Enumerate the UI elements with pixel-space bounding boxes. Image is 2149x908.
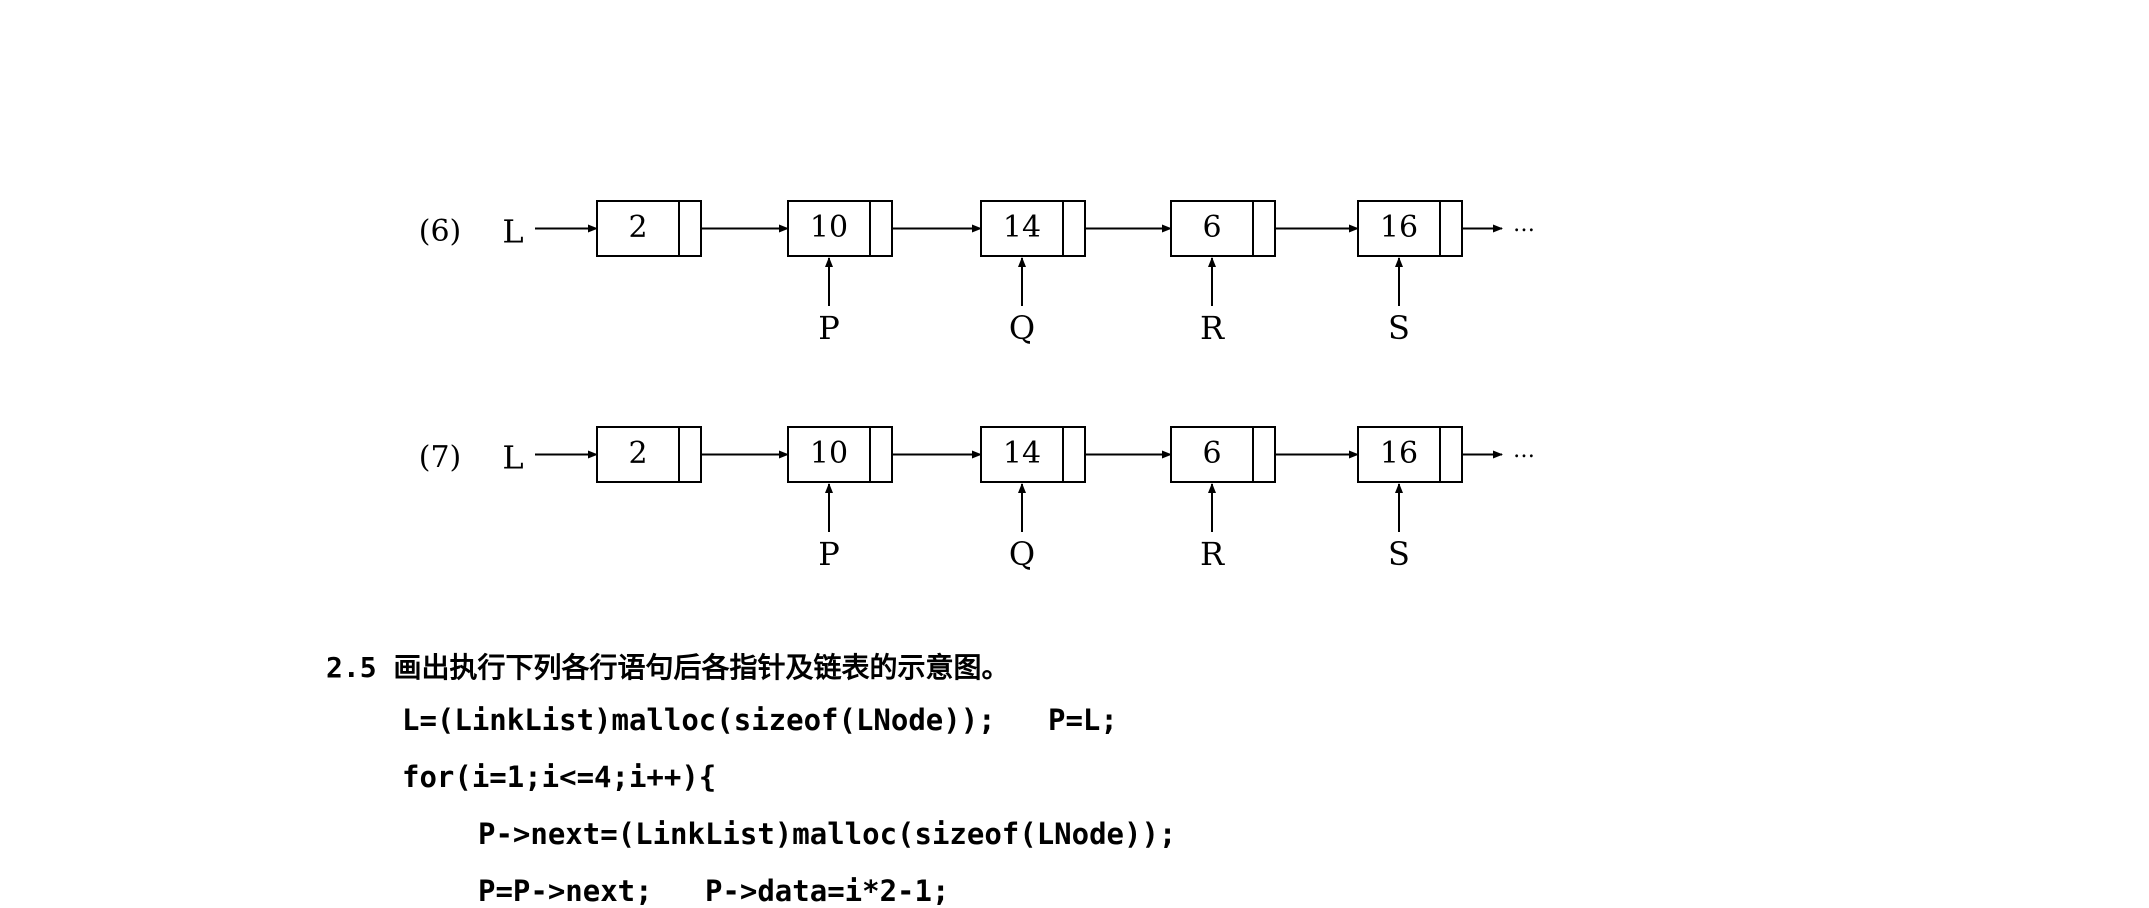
node-value: 16 xyxy=(1380,210,1418,245)
code-line-2: for(i=1;i<=4;i++){ xyxy=(402,760,717,794)
pointer-label: P xyxy=(818,535,840,573)
code-line-3: P->next=(LinkList)malloc(sizeof(LNode)); xyxy=(478,817,1177,851)
list-node xyxy=(596,426,702,483)
node-value: 16 xyxy=(1380,436,1418,471)
node-value: 2 xyxy=(628,210,647,245)
diagram-label: (7) xyxy=(419,440,462,475)
pointer-label: Q xyxy=(1009,309,1035,347)
list-node xyxy=(1357,200,1463,257)
continuation-ellipsis: … xyxy=(1513,212,1535,237)
pointer-label: P xyxy=(818,309,840,347)
pointer-label: S xyxy=(1388,309,1410,347)
linked-list-diagrams: (6) L 2 10 14 6 16 … P Q R S (7) L 2 10 14 6 16 … P Q R S xyxy=(419,200,1535,573)
node-value: 6 xyxy=(1202,210,1221,245)
diagram-label: (6) xyxy=(419,214,462,249)
list-node xyxy=(787,200,893,257)
node-value: 14 xyxy=(1003,210,1041,245)
node-value: 2 xyxy=(628,436,647,471)
pointer-label: S xyxy=(1388,535,1410,573)
code-line-4: P=P->next; P->data=i*2-1; xyxy=(478,874,950,908)
list-node xyxy=(1170,426,1276,483)
list-node xyxy=(1357,426,1463,483)
question-text: 画出执行下列各行语句后各指针及链表的示意图。 xyxy=(393,651,1010,684)
list-node xyxy=(596,200,702,257)
code-line-1: L=(LinkList)malloc(sizeof(LNode)); P=L; xyxy=(402,703,1118,737)
node-value: 10 xyxy=(810,210,848,245)
head-pointer-label: L xyxy=(502,213,523,251)
continuation-ellipsis: … xyxy=(1513,438,1535,463)
node-value: 6 xyxy=(1202,436,1221,471)
head-pointer-label: L xyxy=(502,439,523,477)
list-node xyxy=(787,426,893,483)
question-number: 2.5 xyxy=(326,651,377,684)
question-heading: 2.5 画出执行下列各行语句后各指针及链表的示意图。 xyxy=(326,646,1009,686)
node-value: 14 xyxy=(1003,436,1041,471)
node-value: 10 xyxy=(810,436,848,471)
pointer-label: R xyxy=(1200,309,1225,347)
list-node xyxy=(1170,200,1276,257)
pointer-label: R xyxy=(1200,535,1225,573)
pointer-label: Q xyxy=(1009,535,1035,573)
